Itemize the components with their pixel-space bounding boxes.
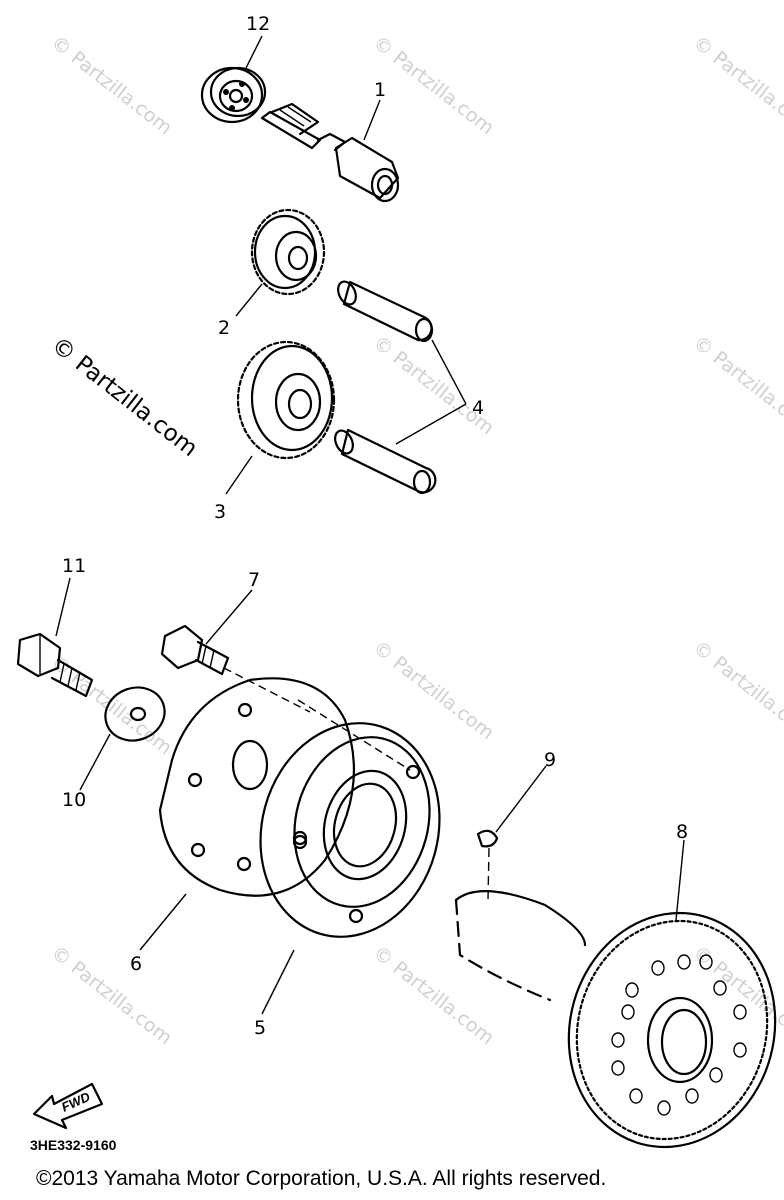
- callout-2: 2: [218, 317, 230, 339]
- callout-1: 1: [374, 79, 386, 101]
- callout-7: 7: [248, 569, 260, 591]
- leader-lines: [55, 35, 685, 1015]
- watermark-prominent: © Partzilla.com: [46, 332, 202, 462]
- part-1-shaft[interactable]: [260, 102, 400, 203]
- callout-9: 9: [544, 749, 556, 771]
- watermark: © Partzilla.com: [689, 32, 784, 140]
- callout-4: 4: [472, 397, 484, 419]
- callout-labels: 12 1 2 3 4 11 7 9 10 8 6 5: [62, 13, 688, 1039]
- part-2-gear[interactable]: [250, 208, 326, 296]
- watermark: © Partzilla.com: [369, 32, 498, 140]
- watermark: © Partzilla.com: [689, 942, 784, 1050]
- callout-12: 12: [246, 13, 270, 35]
- watermark: © Partzilla.com: [369, 942, 498, 1050]
- watermark: © Partzilla.com: [369, 637, 498, 745]
- part-9-key[interactable]: [476, 829, 499, 901]
- part-4-pins[interactable]: [332, 279, 437, 495]
- copyright-notice: ©2013 Yamaha Motor Corporation, U.S.A. A…: [36, 1167, 606, 1190]
- part-5-clutch[interactable]: [237, 699, 463, 957]
- callout-5: 5: [254, 1017, 266, 1039]
- callout-8: 8: [676, 821, 688, 843]
- callout-11: 11: [62, 555, 86, 577]
- callout-3: 3: [214, 501, 226, 523]
- part-7-bolt[interactable]: [160, 624, 311, 713]
- watermark: © Partzilla.com: [47, 32, 176, 140]
- watermark: © Partzilla.com: [689, 637, 784, 745]
- part-10-washer[interactable]: [98, 679, 172, 748]
- watermark: © Partzilla.com: [689, 332, 784, 440]
- callout-10: 10: [62, 789, 86, 811]
- part-6-plate[interactable]: [158, 677, 355, 897]
- watermark: © Partzilla.com: [47, 652, 176, 760]
- diagram-code: 3HE332-9160: [30, 1137, 117, 1153]
- fwd-direction-arrow: FWD: [32, 1082, 104, 1130]
- part-8-starter-gear[interactable]: [454, 890, 784, 1171]
- watermark: © Partzilla.com: [47, 942, 176, 1050]
- part-12-bearing[interactable]: [200, 66, 267, 124]
- part-11-bolt[interactable]: [16, 632, 94, 698]
- part-3-gear[interactable]: [236, 340, 336, 460]
- callout-6: 6: [130, 953, 142, 975]
